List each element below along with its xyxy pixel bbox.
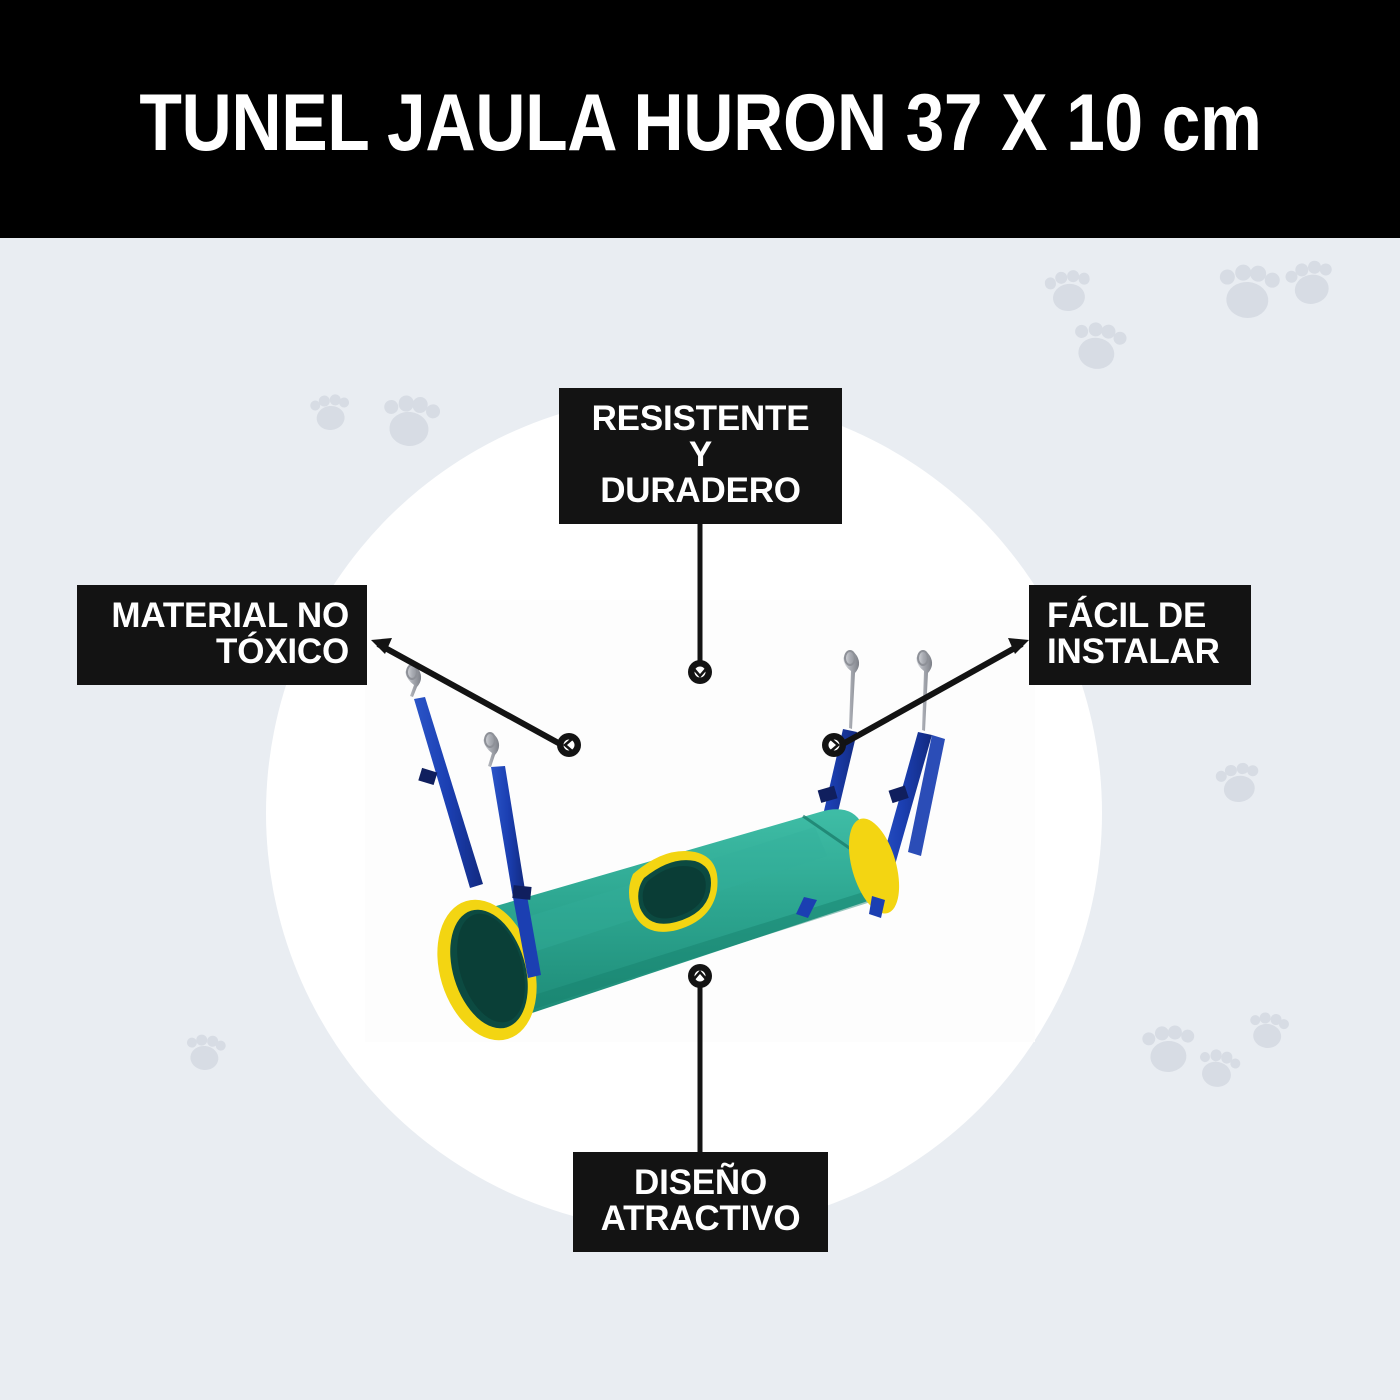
strap-front-left — [512, 885, 541, 978]
callout-diseno-atractivo: DISEÑO ATRACTIVO — [573, 1152, 828, 1253]
paw-print-icon — [183, 1030, 227, 1074]
callout-material-no-toxico: MATERIAL NO TÓXICO — [77, 585, 367, 686]
tunnel-right-end — [848, 818, 900, 914]
paw-print-icon — [1213, 757, 1264, 808]
callout-facil-de-instalar: FÁCIL DE INSTALAR — [1029, 585, 1251, 686]
paw-print-icon — [308, 390, 352, 434]
paw-print-icon — [1245, 1007, 1290, 1052]
strap-front-right — [796, 897, 817, 918]
strap-front-right2 — [869, 896, 885, 918]
header-bar: TUNEL JAULA HURON 37 X 10 cm — [0, 0, 1400, 238]
infographic-canvas: RESISTENTE Y DURADERO MATERIAL NO TÓXICO… — [0, 238, 1400, 1400]
tunnel-left-opening — [437, 899, 537, 1041]
paw-print-icon — [1193, 1043, 1243, 1093]
product-photo — [365, 600, 1035, 1042]
paw-print-icon — [1068, 315, 1128, 375]
tunnel-side-opening — [629, 850, 718, 932]
clip-left-outer — [405, 664, 422, 697]
paw-print-icon — [1282, 254, 1339, 311]
clip-left-inner — [483, 732, 500, 767]
clip-right-outer — [916, 650, 933, 731]
strap-left-inner — [491, 766, 525, 892]
paw-print-icon — [1140, 1020, 1196, 1076]
paw-print-icon — [1042, 264, 1094, 316]
paw-print-icon — [379, 389, 441, 451]
product-illustration — [405, 650, 945, 1041]
clip-right-inner — [843, 650, 860, 729]
paw-print-icon — [1216, 258, 1280, 322]
strap-left-outer — [414, 697, 483, 888]
callout-resistente-duradero: RESISTENTE Y DURADERO — [559, 388, 842, 525]
page-title: TUNEL JAULA HURON 37 X 10 cm — [138, 77, 1262, 168]
